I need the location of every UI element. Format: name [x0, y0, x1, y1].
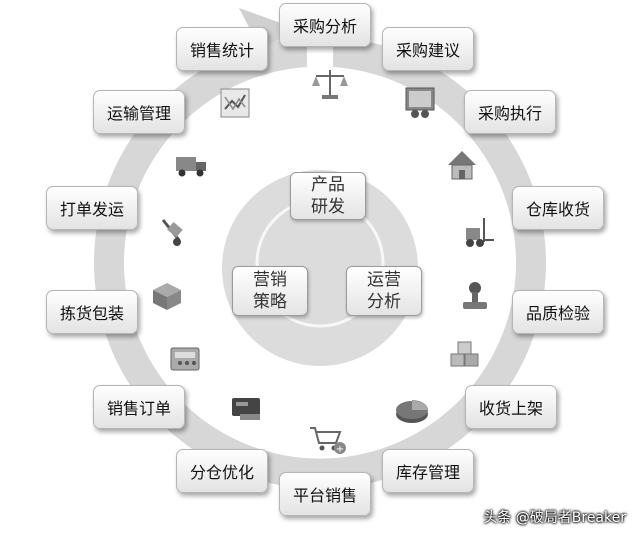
center-box-marketing-line1: 营销	[253, 270, 287, 290]
step-receiving-shelving: 收货上架	[465, 385, 557, 429]
step-warehouse-optimization: 分仓优化	[176, 449, 268, 493]
svg-text:+: +	[336, 444, 344, 455]
inner-disc	[222, 170, 418, 366]
delivery-truck-icon	[176, 157, 206, 177]
step-purchase-analysis: 采购分析	[279, 3, 371, 47]
step-purchase-execution: 采购执行	[464, 90, 556, 134]
step-sales-statistics: 销售统计	[176, 27, 268, 71]
step-picking-packing: 拣货包装	[46, 290, 138, 334]
center-box-product-rd-line1: 产品	[311, 175, 345, 195]
line-chart-icon	[220, 88, 250, 118]
step-platform-sales: 平台销售	[279, 472, 371, 516]
people-board-icon	[405, 87, 435, 118]
stamp-icon	[463, 282, 487, 309]
package-box-icon	[153, 283, 181, 310]
watermark: 头条 @破局者Breaker	[483, 510, 626, 526]
center-box-operations-analysis: 运营分析	[346, 266, 422, 316]
hand-truck-icon	[161, 219, 183, 246]
step-warehouse-receiving: 仓库收货	[512, 186, 604, 230]
balance-scale-icon	[312, 70, 348, 99]
house-icon	[448, 151, 476, 180]
shopping-cart-icon: +	[310, 427, 346, 455]
center-box-product-rd: 产品研发	[290, 172, 366, 220]
step-quality-inspection: 品质检验	[512, 290, 604, 334]
center-box-product-rd-line2: 研发	[311, 197, 345, 217]
pie-chart-icon	[396, 400, 428, 423]
step-purchase-suggestion: 采购建议	[382, 27, 474, 71]
center-box-marketing-line2: 策略	[253, 292, 287, 312]
card-reader-icon	[232, 398, 260, 420]
step-transport-management: 运输管理	[93, 90, 185, 134]
pos-terminal-icon	[170, 347, 200, 371]
step-label-shipping: 打单发运	[46, 186, 138, 230]
center-box-operations-line2: 分析	[367, 292, 401, 312]
center-box-operations-line1: 运营	[367, 270, 401, 290]
boxes-icon	[450, 341, 479, 367]
forklift-icon	[466, 218, 494, 247]
step-inventory-management: 库存管理	[382, 449, 474, 493]
step-sales-order: 销售订单	[93, 385, 185, 429]
center-box-marketing-strategy: 营销策略	[232, 266, 308, 316]
